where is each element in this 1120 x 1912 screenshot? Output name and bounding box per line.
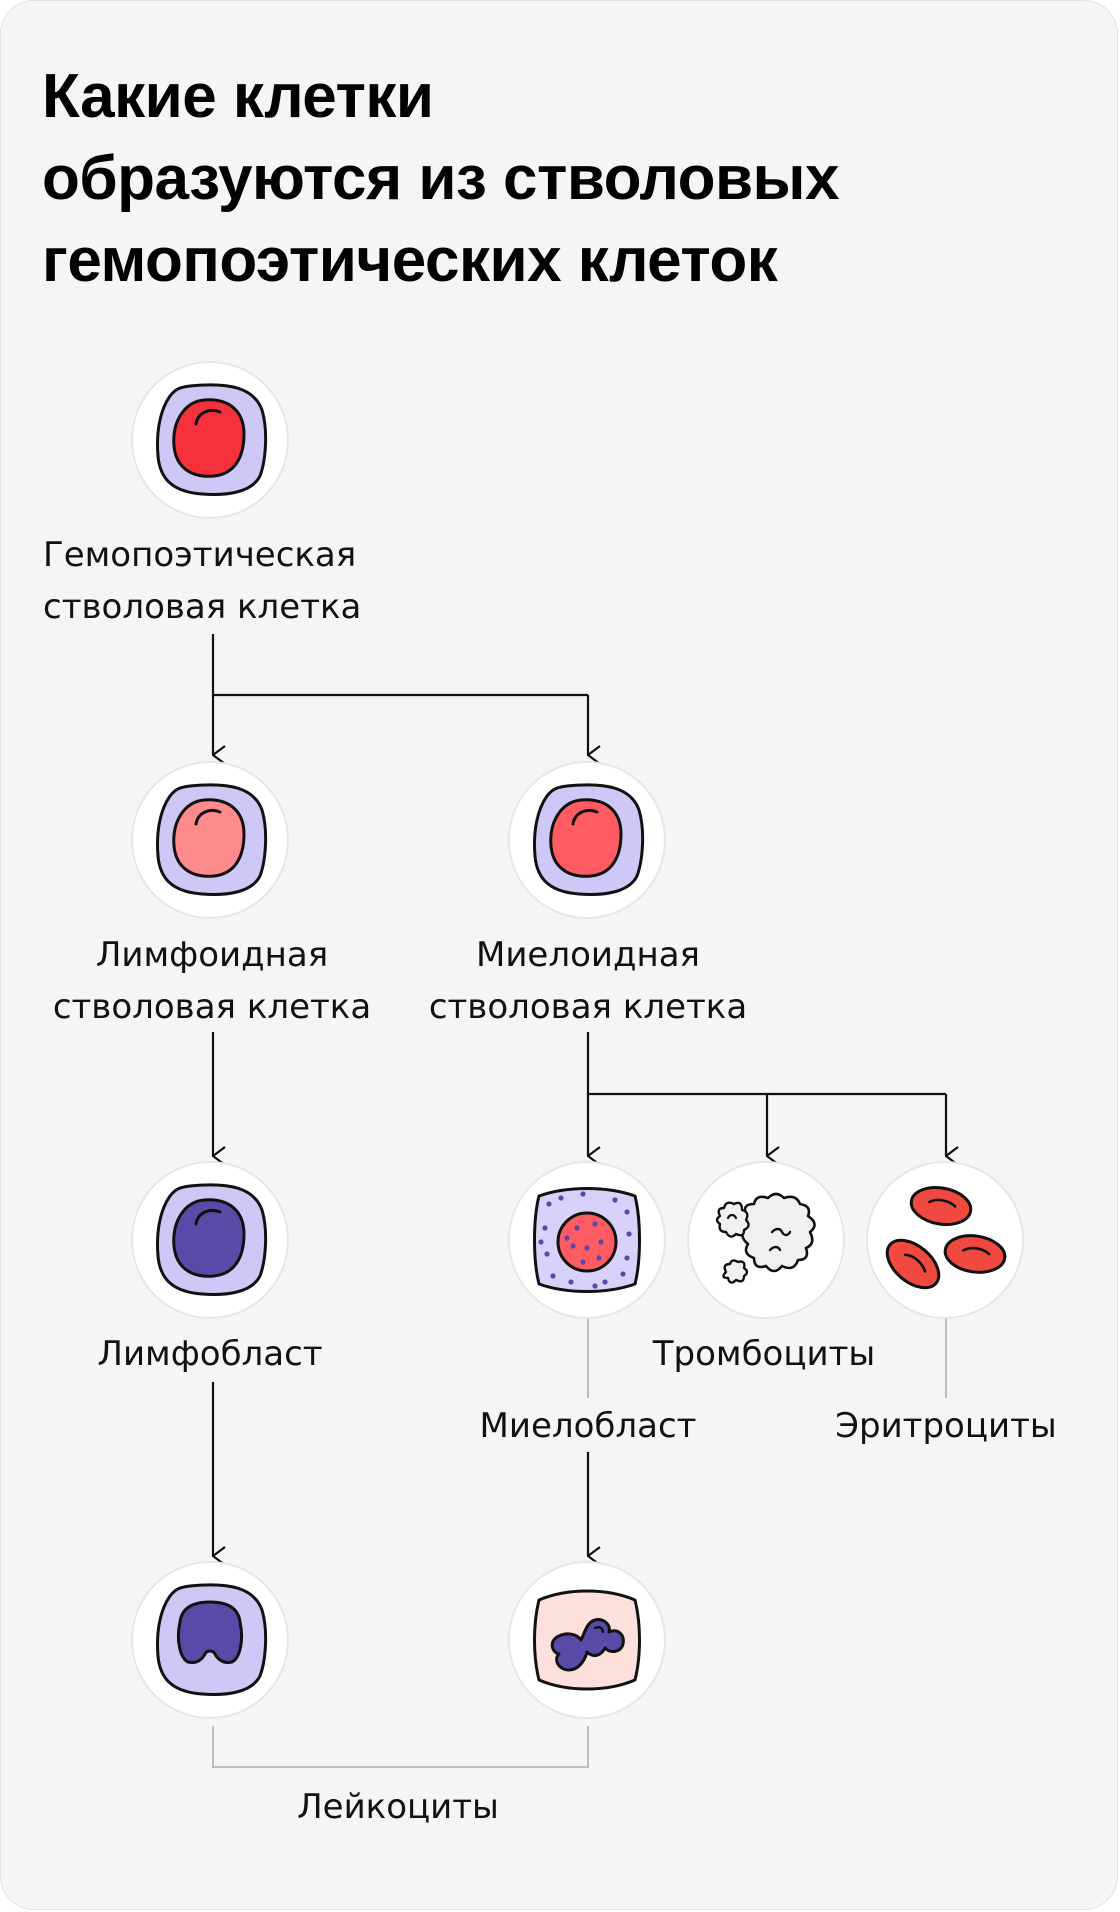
label-myeloid: Миелоидная стволовая клетка xyxy=(429,929,747,1033)
lymphoblast-icon xyxy=(131,1161,289,1319)
page-title: Какие клетки образуются из стволовых гем… xyxy=(42,56,839,302)
stem-cell-icon xyxy=(131,361,289,519)
title-line-3: гемопоэтических клеток xyxy=(42,226,778,295)
label-leukocytes: Лейкоциты xyxy=(297,1787,499,1827)
label-myeloid-line-2: стволовая клетка xyxy=(428,987,748,1027)
connectors xyxy=(211,634,946,1556)
lymphocyte-icon xyxy=(131,1561,289,1719)
label-myeloid-line-1: Миелоидная xyxy=(475,935,700,975)
connector-hsc-split xyxy=(211,634,588,697)
label-hsc-line-1: Гемопоэтическая xyxy=(43,535,357,575)
platelets-icon xyxy=(687,1161,845,1319)
myeloid-stem-cell-icon xyxy=(508,761,666,919)
label-lymphoblast: Лимфобласт xyxy=(97,1334,323,1374)
leukocytes-bracket xyxy=(212,1726,589,1768)
label-lymphoid-line-1: Лимфоидная xyxy=(95,935,329,975)
connector-myeloid-split xyxy=(586,1032,946,1096)
label-lymphoid: Лимфоидная стволовая клетка xyxy=(53,929,371,1033)
label-platelets: Тромбоциты xyxy=(652,1334,876,1374)
label-lymphoid-line-2: стволовая клетка xyxy=(52,987,372,1027)
label-hsc: Гемопоэтическая стволовая клетка xyxy=(43,529,361,633)
light-connectors xyxy=(212,1318,947,1768)
erythrocytes-icon xyxy=(866,1161,1024,1319)
title-line-1: Какие клетки xyxy=(42,62,434,131)
myeloblast-icon xyxy=(508,1161,666,1319)
label-hsc-line-2: стволовая клетка xyxy=(43,587,362,627)
neutrophil-icon xyxy=(508,1561,666,1719)
title-line-2: образуются из стволовых xyxy=(42,144,839,213)
label-myeloblast: Миелобласт xyxy=(479,1406,697,1446)
lymphoid-stem-cell-icon xyxy=(131,761,289,919)
label-erythrocytes: Эритроциты xyxy=(835,1406,1057,1446)
